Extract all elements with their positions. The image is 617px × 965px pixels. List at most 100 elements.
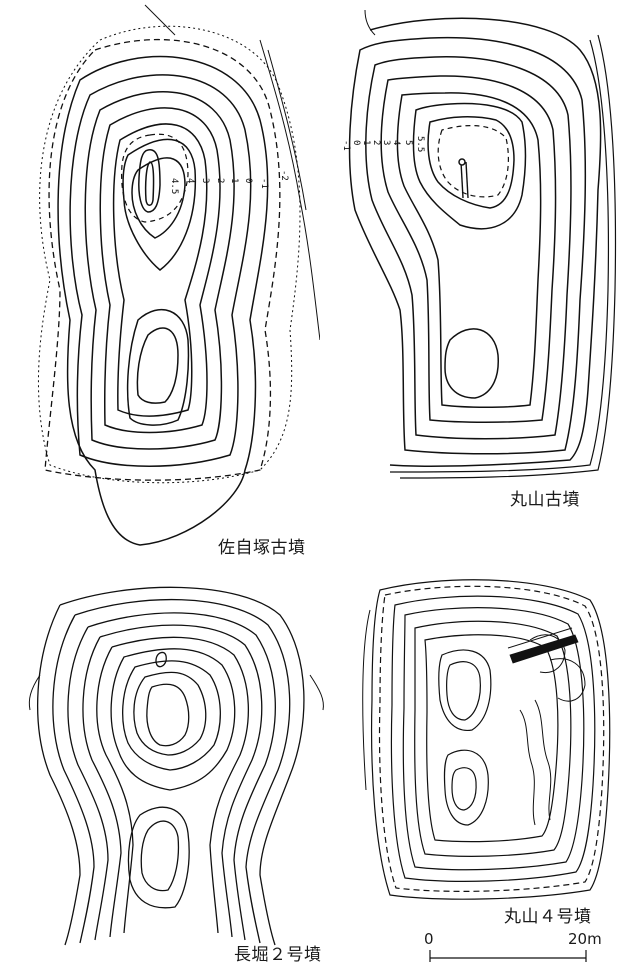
contour <box>52 614 95 944</box>
contour <box>534 699 552 821</box>
elevation-label: 4 <box>391 140 401 145</box>
scale-bar-line <box>429 950 587 962</box>
contour-summit <box>438 649 492 731</box>
elevation-label: 2 <box>215 178 225 183</box>
slope-line <box>362 609 371 791</box>
elevation-label: 1 <box>229 178 239 183</box>
contour-south-mound <box>140 820 180 892</box>
slope-line <box>259 39 320 341</box>
elevation-label: 3 <box>381 140 391 145</box>
contour <box>99 624 263 938</box>
maruyama-tumulus-map: -1 0 1 2 3 4 5 5.5 <box>330 10 617 480</box>
summit-peak <box>155 651 167 668</box>
slope-line <box>399 34 617 479</box>
elevation-label: 4 <box>185 178 195 183</box>
contour-north-mound <box>131 157 186 239</box>
sajizuka-tumulus-map: 4.5 4 3 2 1 0 -1 -2 <box>20 0 320 560</box>
slope-line <box>144 4 176 36</box>
contour <box>74 598 291 944</box>
contour <box>412 102 527 230</box>
slope-line <box>309 674 324 711</box>
contour <box>111 636 250 934</box>
elevation-label: -1 <box>259 178 269 189</box>
summit-contour <box>146 683 190 747</box>
contour <box>87 612 276 941</box>
maruyama-contours: -1 0 1 2 3 4 5 5.5 <box>341 10 617 479</box>
scale-bar: 0 20m <box>418 930 608 964</box>
contour-south-mound <box>444 328 499 399</box>
burial-marker <box>465 161 469 199</box>
excavation-trench <box>509 634 579 664</box>
contour-outer <box>369 17 602 467</box>
contour-south-mound <box>127 806 190 909</box>
sajizuka-contours: 4.5 4 3 2 1 0 -1 -2 <box>37 4 320 546</box>
contour-south-mound <box>136 327 179 404</box>
summit-dashed-contour <box>437 125 509 198</box>
summit-contour <box>138 149 161 213</box>
contour <box>519 709 536 826</box>
nagahori-2-tumulus-map <box>20 575 340 950</box>
contour <box>424 634 559 843</box>
elevation-labels-maruyama: -1 0 1 2 3 4 5 5.5 <box>341 136 425 152</box>
contour <box>96 646 134 934</box>
contour <box>390 595 596 882</box>
summit-contour <box>446 661 481 721</box>
survey-boundary-dashed <box>44 39 281 481</box>
elevation-label: 5.5 <box>415 136 425 152</box>
contour <box>37 604 81 946</box>
contour <box>122 660 221 771</box>
scale-end-label: 20m <box>568 930 602 948</box>
contour <box>59 586 305 946</box>
contour-south-mound <box>443 749 489 826</box>
contour-south-mound <box>451 767 477 811</box>
survey-boundary-dotted <box>37 25 301 484</box>
elevation-labels-sajizuka: 4.5 4 3 2 1 0 -1 -2 <box>169 170 289 194</box>
contour <box>414 620 572 857</box>
maruyama-4-contours <box>362 579 611 900</box>
contour <box>110 648 236 791</box>
maruyama-4-tumulus-map <box>360 570 617 910</box>
elevation-label: 1 <box>361 140 371 145</box>
slope-line <box>267 49 307 211</box>
survey-boundary-dashed <box>378 585 605 892</box>
caption-maruyama-4: 丸山４号墳 <box>504 907 592 927</box>
elevation-label: 4.5 <box>169 178 179 194</box>
elevation-label: 0 <box>243 178 253 183</box>
contour-south-mound <box>126 309 190 426</box>
summit-peak <box>144 161 155 206</box>
burial-marker-end <box>458 158 466 166</box>
elevation-label: -2 <box>279 170 289 181</box>
contour <box>427 116 515 209</box>
elevation-label: 2 <box>371 140 381 145</box>
burial-marker <box>460 161 464 199</box>
contour-outer <box>370 579 611 900</box>
contour <box>67 626 109 941</box>
elevation-label: 3 <box>200 178 210 183</box>
contour-outer <box>57 55 269 546</box>
contour <box>348 36 587 455</box>
caption-nagahori-2: 長堀２号墳 <box>234 945 322 965</box>
elevation-label: 0 <box>351 140 361 145</box>
contour <box>99 107 221 434</box>
slope-line <box>389 39 610 473</box>
elevation-label: 5 <box>403 140 413 145</box>
contour <box>84 91 235 450</box>
contour-ne-knoll <box>549 658 586 702</box>
contour <box>396 92 542 408</box>
slope-line <box>28 674 41 711</box>
nagahori-2-contours <box>28 586 324 946</box>
scale-start-label: 0 <box>424 930 434 948</box>
trench-edge <box>507 627 573 649</box>
caption-sajizuka: 佐自塚古墳 <box>218 538 306 558</box>
contour <box>69 74 252 467</box>
summit-dashed-contour <box>121 133 189 223</box>
contour <box>365 56 572 440</box>
contour <box>112 123 208 417</box>
slope-line <box>364 10 376 36</box>
contour-ne-knoll <box>529 634 566 674</box>
caption-maruyama: 丸山古墳 <box>510 490 580 510</box>
elevation-label: -1 <box>341 140 351 151</box>
contour <box>380 75 557 423</box>
contour <box>82 636 122 938</box>
contour <box>133 671 207 756</box>
